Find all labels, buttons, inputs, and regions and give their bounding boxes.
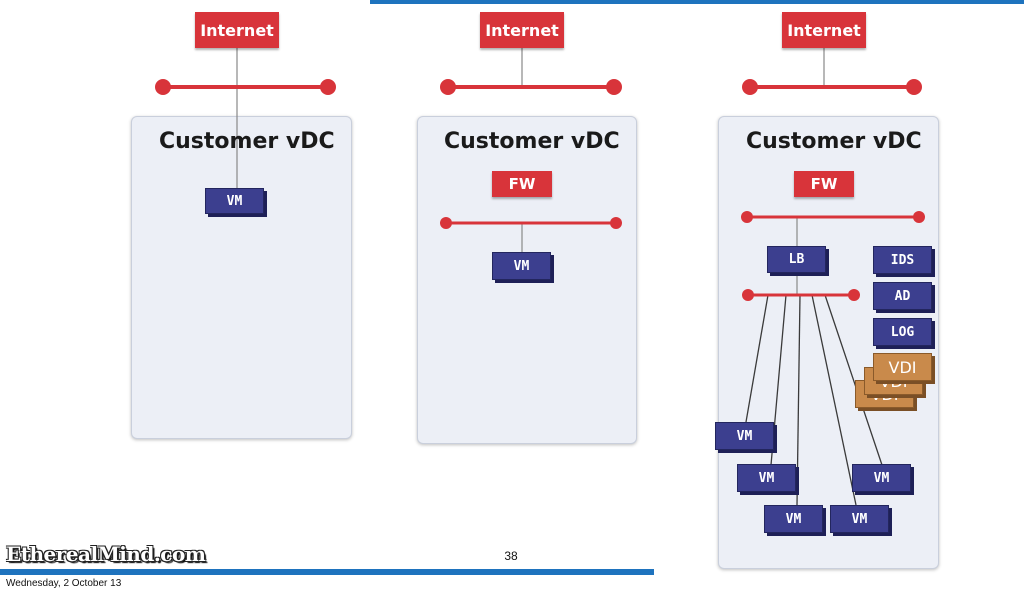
vdc-panel-1 (131, 116, 352, 439)
link-vm-a (745, 294, 769, 423)
page-number: 38 (504, 549, 518, 563)
log-node: LOG (873, 318, 932, 346)
vm-node-1: VM (205, 188, 264, 214)
etherealmind-logo: EtherealMind.com (6, 542, 206, 566)
link-vm-e (824, 294, 883, 466)
vm-node-3c: VM (852, 464, 911, 492)
load-balancer-node: LB (767, 246, 826, 273)
vdc-title-2: Customer vDC (444, 129, 620, 154)
vdi-node-front: VDI (873, 353, 932, 381)
vdc-panel-2 (417, 116, 637, 444)
internet-node-1: Internet (195, 12, 279, 48)
vm-node-3d: VM (764, 505, 823, 533)
ad-node: AD (873, 282, 932, 310)
vm-node-3b: VM (737, 464, 796, 492)
vm-node-3e: VM (830, 505, 889, 533)
link-vm-d (811, 294, 857, 506)
vm-node-3a: VM (715, 422, 774, 450)
bottom-accent-bar (0, 569, 654, 575)
firewall-node-3: FW (794, 171, 854, 197)
internet-node-2: Internet (480, 12, 564, 48)
top-accent-bar (370, 0, 1024, 4)
internet-node-3: Internet (782, 12, 866, 48)
vdc-title-1: Customer vDC (159, 129, 335, 154)
firewall-node-2: FW (492, 171, 552, 197)
vm-node-2: VM (492, 252, 551, 280)
vdc-title-3: Customer vDC (746, 129, 922, 154)
footer-date: Wednesday, 2 October 13 (6, 578, 122, 589)
ids-node: IDS (873, 246, 932, 274)
link-vm-c (796, 294, 801, 506)
